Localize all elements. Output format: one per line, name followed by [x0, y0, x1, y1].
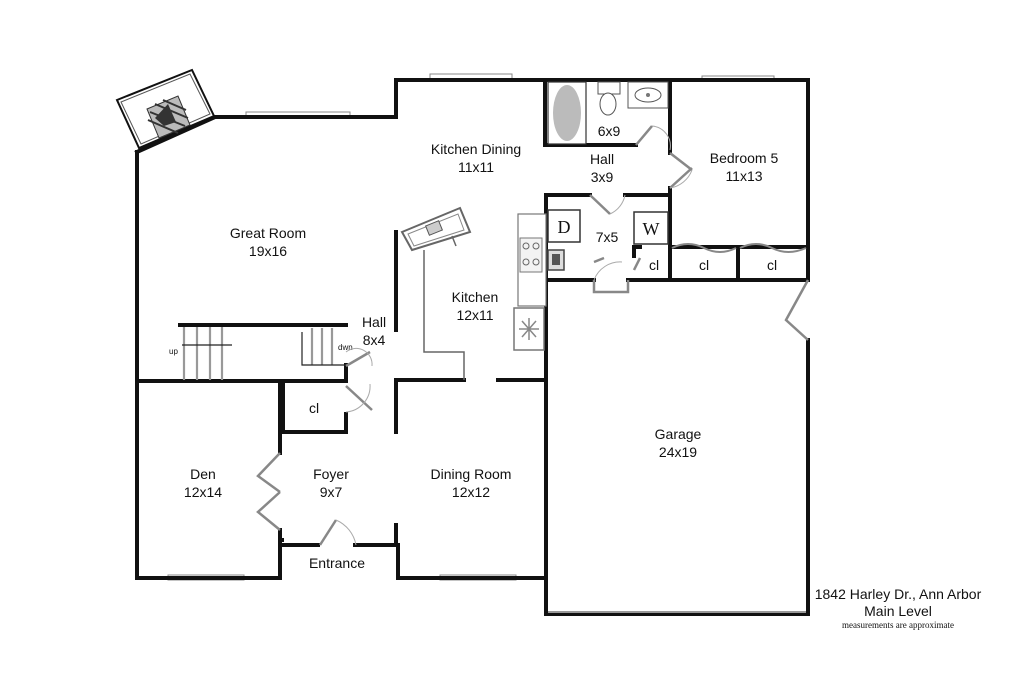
den-size: 12x14	[184, 484, 222, 500]
bath-fixtures	[547, 81, 669, 145]
garage-size: 24x19	[659, 444, 697, 460]
hall-stairs-name: Hall	[362, 314, 386, 330]
address-text: 1842 Harley Dr., Ann Arbor	[815, 586, 982, 602]
bath-size: 6x9	[598, 123, 621, 139]
bedroom5-size: 11x13	[725, 168, 762, 184]
hall-stairs-size: 8x4	[363, 332, 386, 348]
walls	[134, 78, 810, 616]
level-text: Main Level	[864, 603, 932, 619]
hall-upper-name: Hall	[590, 151, 614, 167]
washer-label: W	[643, 219, 660, 239]
den-name: Den	[190, 466, 216, 482]
kitchen-name: Kitchen	[452, 289, 499, 305]
kitchen-size: 12x11	[456, 307, 493, 323]
dryer-label: D	[558, 217, 571, 237]
doors	[256, 125, 810, 546]
measurement-note: measurements are approximate	[842, 620, 954, 630]
kitchen-counters	[400, 206, 565, 380]
great-room-size: 19x16	[249, 243, 287, 259]
dining-room-name: Dining Room	[431, 466, 512, 482]
bedroom5-name: Bedroom 5	[710, 150, 779, 166]
laundry-size: 7x5	[596, 229, 619, 245]
foyer-size: 9x7	[320, 484, 343, 500]
kitchen-dining-size: 11x11	[458, 159, 494, 175]
closet-sliders	[671, 243, 807, 253]
closet-label-right: cl	[767, 257, 777, 273]
great-room-name: Great Room	[230, 225, 306, 241]
stairs	[182, 327, 346, 380]
foyer-name: Foyer	[313, 466, 349, 482]
stairs-up-label: up	[169, 347, 178, 356]
bay-window	[115, 68, 216, 150]
laundry-appliances	[547, 209, 669, 245]
entrance-label: Entrance	[309, 555, 365, 571]
garage-name: Garage	[655, 426, 702, 442]
hall-upper-size: 3x9	[591, 169, 614, 185]
stairs-down-label: dwn	[338, 343, 353, 352]
closet-label-foyer: cl	[309, 400, 319, 416]
kitchen-dining-name: Kitchen Dining	[431, 141, 521, 157]
dining-room-size: 12x12	[452, 484, 490, 500]
closet-label-laundry: cl	[649, 257, 659, 273]
closet-label-middle: cl	[699, 257, 709, 273]
